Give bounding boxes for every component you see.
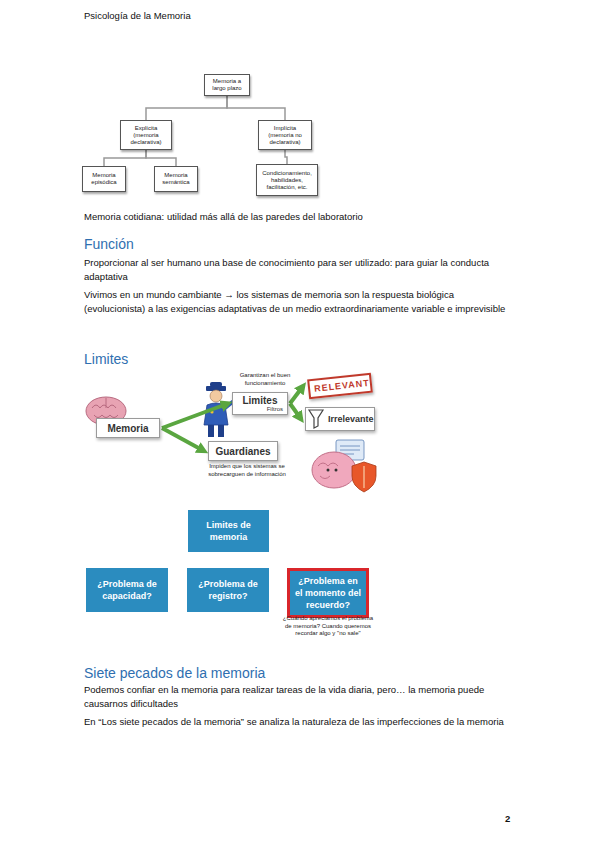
section-heading: Siete pecados de la memoria	[84, 665, 384, 681]
body-text: En “Los siete pecados de la memoria” se …	[84, 715, 514, 729]
note-text: Garantizan el buen funcionamiento	[232, 372, 298, 387]
irrelevant-box: Irrelevante	[305, 407, 375, 431]
tree-connector	[285, 150, 287, 164]
section-heading: Limites	[84, 351, 284, 367]
green-arrow	[290, 386, 303, 404]
tree-box: Implícita (memoria no declarativa)	[258, 120, 312, 150]
body-text: Proporcionar al ser humano una base de c…	[84, 256, 514, 284]
body-text: Memoria cotidiana: utilidad más allá de …	[84, 210, 564, 224]
protected-brain-illustration	[312, 440, 376, 492]
node-text: Memoria semántica	[158, 172, 194, 186]
tree-connector	[146, 96, 227, 120]
body-text: Podemos confiar en la memoria para reali…	[84, 683, 514, 711]
node-text: Memoria a largo plazo	[208, 78, 246, 92]
smartart-box: ¿Problema de registro?	[187, 568, 269, 612]
node-text: Limites de memoria	[193, 519, 264, 543]
body-text: Vivimos en un mundo cambiante → los sist…	[84, 288, 514, 316]
note-text: Impiden que los sistemas se sobrecarguen…	[202, 463, 292, 478]
node-text: ¿Problema de registro?	[192, 578, 264, 602]
green-arrow	[162, 428, 204, 451]
node-text: Explícita (memoria declarativa)	[124, 125, 168, 146]
node-text: Guardianes	[213, 446, 273, 457]
smartart-box: ¿Problema de capacidad?	[86, 568, 168, 612]
green-arrow	[290, 404, 301, 420]
node-text: Condicionamiento, habilidades, facilitac…	[260, 170, 314, 191]
node-text: Memoria	[101, 423, 155, 434]
tree-box: Explícita (memoria declarativa)	[120, 120, 172, 150]
filter-box: LimitesFiltros	[232, 392, 288, 415]
process-box: Guardianes	[208, 441, 278, 461]
tree-box: Memoria a largo plazo	[204, 74, 250, 96]
page-number: 2	[505, 813, 525, 824]
node-text: Implícita (memoria no declarativa)	[262, 125, 308, 146]
smartart-box: Limites de memoria	[188, 510, 269, 552]
note-text: ¿Cuándo apreciamos el problema de memori…	[280, 615, 376, 638]
node-text: ¿Problema de capacidad?	[91, 578, 163, 602]
node-text: ¿Problema en el momento del recuerdo?	[295, 575, 361, 611]
node-text: Limites	[237, 395, 283, 406]
node-text: Filtros	[237, 406, 283, 412]
tree-connector	[146, 150, 176, 166]
node-text: Memoria episódica	[86, 172, 122, 186]
green-arrow	[162, 404, 228, 429]
node-text: Irrelevante	[328, 414, 370, 424]
section-heading: Función	[84, 236, 284, 252]
smartart-box: ¿Problema en el momento del recuerdo?	[287, 568, 369, 618]
page-header: Psicología de la Memoria	[84, 10, 384, 21]
process-box: Memoria	[96, 418, 160, 438]
tree-box: Memoria episódica	[82, 166, 126, 192]
tree-box: Memoria semántica	[154, 166, 198, 192]
tree-box: Condicionamiento, habilidades, facilitac…	[256, 164, 318, 196]
relevant-stamp: RELEVANT	[307, 373, 373, 400]
tree-connector	[104, 150, 146, 166]
tree-connector	[227, 96, 285, 120]
node-text: RELEVANT	[314, 378, 367, 393]
